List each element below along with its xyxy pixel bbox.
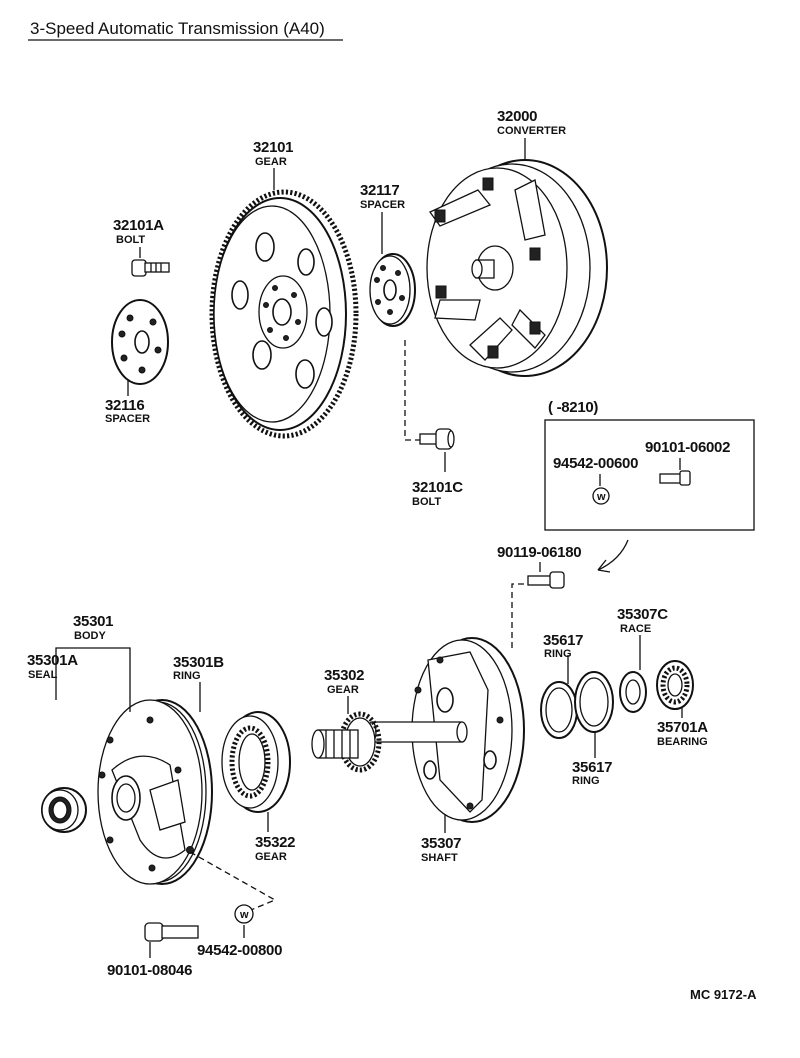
label-35701a-name: BEARING — [657, 736, 708, 748]
label-35307c-name: RACE — [620, 623, 651, 635]
label-32116-number: 32116 — [105, 397, 144, 414]
leader-dashed-body — [189, 851, 277, 913]
leader-dashed-32117 — [404, 340, 420, 441]
washer-94542-00800-drawing: w — [234, 904, 254, 938]
label-32101a-number: 32101A — [113, 217, 164, 234]
label-35302-name: GEAR — [327, 684, 359, 696]
leader-dashed-90119 — [511, 583, 524, 650]
label-35302-number: 35302 — [324, 667, 364, 684]
inset-arrowhead — [597, 559, 611, 573]
label-32101-name: GEAR — [255, 156, 287, 168]
inset-parts-drawing: w — [592, 458, 691, 505]
inset-label: ( -8210) — [548, 399, 598, 416]
label-90119-06180-number: 90119-06180 — [497, 544, 581, 561]
gear-35302-drawing — [311, 696, 382, 773]
label-32117-number: 32117 — [360, 182, 399, 199]
label-32101-number: 32101 — [253, 139, 293, 156]
label-32101a-name: BOLT — [116, 234, 145, 246]
svg-text:w: w — [239, 909, 249, 921]
shaft-35307-drawing — [367, 637, 525, 833]
label-35301b-number: 35301B — [173, 654, 224, 671]
seal-35301a-drawing — [41, 787, 87, 833]
label-35701a-number: 35701A — [657, 719, 708, 736]
label-35322-number: 35322 — [255, 834, 295, 851]
label-35617b-name: RING — [572, 775, 600, 787]
label-35307c-number: 35307C — [617, 606, 668, 623]
bolt-90119-drawing — [527, 562, 565, 589]
ring-gear-drawing — [209, 168, 359, 439]
bolt-32101c-drawing — [419, 428, 455, 472]
label-32000-name: CONVERTER — [497, 125, 566, 137]
label-35307-number: 35307 — [421, 835, 461, 852]
converter-drawing — [426, 138, 608, 377]
diagram-title: 3-Speed Automatic Transmission (A40) — [30, 19, 325, 38]
rings-35617-drawing — [540, 655, 614, 758]
pump-body-35301-drawing — [97, 699, 213, 885]
svg-text:w: w — [596, 491, 606, 503]
label-35301-name: BODY — [74, 630, 106, 642]
label-32117-name: SPACER — [360, 199, 405, 211]
inset-box — [544, 419, 755, 531]
race-35307c-drawing — [619, 635, 647, 713]
gear-35322-drawing — [221, 711, 291, 832]
label-90101-06002-number: 90101-06002 — [645, 439, 730, 456]
label-35301a-name: SEAL — [28, 669, 58, 681]
label-35617a-number: 35617 — [543, 632, 583, 649]
label-90101-08046-number: 90101-08046 — [107, 962, 192, 979]
label-35617a-name: RING — [544, 648, 572, 660]
label-35322-name: GEAR — [255, 851, 287, 863]
label-35301a-number: 35301A — [27, 652, 78, 669]
spacer-32116-drawing — [111, 299, 169, 396]
spacer-32117-drawing — [369, 212, 416, 327]
label-35617b-number: 35617 — [572, 759, 612, 776]
label-94542-00800-number: 94542-00800 — [197, 942, 282, 959]
label-35307-name: SHAFT — [421, 852, 458, 864]
label-35301b-name: RING — [173, 670, 201, 682]
leader-35301 — [55, 647, 131, 712]
label-32000-number: 32000 — [497, 108, 537, 125]
label-32116-name: SPACER — [105, 413, 150, 425]
inset-arrow — [597, 539, 629, 571]
label-32101c-name: BOLT — [412, 496, 441, 508]
bearing-35701a-drawing — [656, 660, 694, 718]
label-94542-00600-number: 94542-00600 — [553, 455, 638, 472]
label-35301-number: 35301 — [73, 613, 113, 630]
bolt-90101-08046-drawing — [144, 922, 199, 958]
bolt-32101a-drawing — [131, 247, 170, 277]
reference-code: MC 9172-A — [690, 987, 757, 1002]
label-32101c-number: 32101C — [412, 479, 463, 496]
